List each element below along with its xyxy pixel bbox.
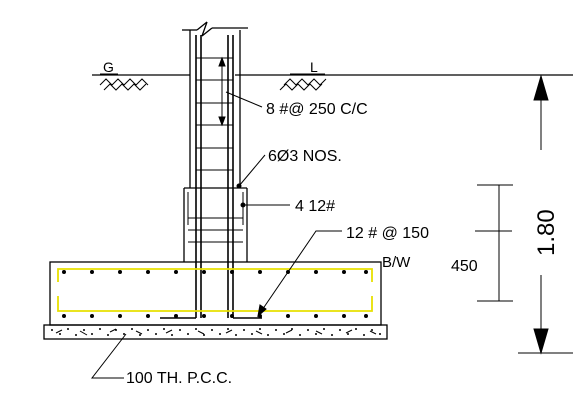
- ground-label-g: G: [103, 59, 114, 75]
- ground-label-l: L: [310, 59, 318, 75]
- footing-mesh-leader: [257, 230, 342, 318]
- pedestal-bars-leader: [240, 202, 290, 208]
- pedestal-ties-label: 6Ø3 NOS.: [268, 148, 342, 165]
- soil-hatch-right: [279, 78, 327, 91]
- depth-label: 1.80: [533, 209, 560, 256]
- pcc-label: 100 TH. P.C.C.: [126, 370, 232, 387]
- footing-depth-label: 450: [451, 258, 478, 275]
- pedestal: [183, 187, 248, 262]
- footing-reinforcement: [57, 268, 373, 312]
- depth-dimension: [518, 74, 573, 355]
- pedestal-bars-label: 4 12#: [295, 198, 335, 215]
- column-ties-label: 8 #@ 250 C/C: [266, 101, 368, 118]
- column: [182, 21, 248, 188]
- pcc-layer: [43, 324, 388, 340]
- column-ties: [196, 57, 233, 171]
- footing-depth-dimension: [475, 184, 513, 302]
- pcc-leader: [90, 333, 127, 379]
- soil-hatch-left: [99, 78, 149, 91]
- pedestal-ties-leader: [236, 154, 266, 189]
- mesh-note-label: B/W: [382, 254, 411, 271]
- footing: [49, 261, 382, 326]
- footing-mesh-label: 12 # @ 150: [346, 225, 429, 242]
- tie-spacing-dimension: [218, 56, 263, 127]
